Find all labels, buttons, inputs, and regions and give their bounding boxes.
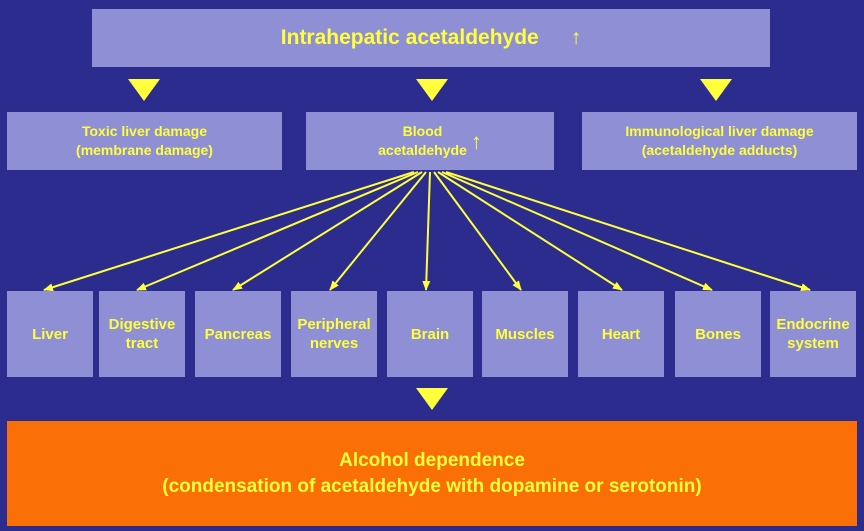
fan-arrow-4 xyxy=(422,171,431,291)
down-arrow-right xyxy=(700,79,732,101)
fan-arrow-2 xyxy=(232,171,423,291)
toxic-line1: Toxic liver damage xyxy=(81,123,207,139)
organ-label: Brain xyxy=(410,325,450,343)
organ-box-muscles: Muscles xyxy=(482,291,568,377)
immuno-line2: (acetaldehyde adducts) xyxy=(641,142,798,158)
organ-label: Pancreas xyxy=(204,325,272,343)
top-title: Intrahepatic acetaldehyde xyxy=(280,26,539,49)
organ-label: Peripheral xyxy=(297,316,371,333)
organ-label: Bones xyxy=(695,325,741,343)
organ-label: Digestive xyxy=(108,316,176,333)
fan-arrow-6 xyxy=(437,171,623,291)
blood-acetaldehyde-box: Blood acetaldehyde ↑ xyxy=(306,112,554,170)
down-arrow-center xyxy=(416,79,448,101)
organ-label-2: nerves xyxy=(309,335,359,352)
increase-arrow-icon: ↑ xyxy=(470,128,482,154)
fan-arrow-0 xyxy=(43,171,415,292)
organ-box-endocrine-system: Endocrine system xyxy=(770,291,856,377)
bottom-line1: Alcohol dependence xyxy=(339,449,525,471)
organ-box-digestive-tract: Digestive tract xyxy=(99,291,185,377)
fan-arrow-1 xyxy=(136,171,419,291)
organ-box-heart: Heart xyxy=(578,291,664,377)
blood-line1: Blood xyxy=(402,123,443,139)
fan-arrows xyxy=(43,171,811,292)
fan-arrow-8 xyxy=(445,171,811,292)
toxic-liver-damage-box: Toxic liver damage (membrane damage) xyxy=(7,112,282,170)
organ-box-brain: Brain xyxy=(387,291,473,377)
increase-arrow-icon: ↑ xyxy=(570,26,582,49)
organ-label: Endocrine xyxy=(776,316,850,333)
organ-box-bones: Bones xyxy=(675,291,761,377)
organ-box-pancreas: Pancreas xyxy=(195,291,281,377)
down-arrow-bottom xyxy=(416,388,448,410)
organ-label-2: system xyxy=(787,335,839,352)
fan-arrow-5 xyxy=(433,171,522,291)
fan-arrow-3 xyxy=(329,171,427,291)
fan-arrow-7 xyxy=(441,171,713,291)
intrahepatic-acetaldehyde-box: Intrahepatic acetaldehyde ↑ xyxy=(92,9,770,67)
down-arrow-left xyxy=(128,79,160,101)
blood-line2: acetaldehyde xyxy=(378,142,467,158)
toxic-line2: (membrane damage) xyxy=(76,142,213,158)
immunological-liver-damage-box: Immunological liver damage (acetaldehyde… xyxy=(582,112,857,170)
bottom-line2: (condensation of acetaldehyde with dopam… xyxy=(162,475,702,497)
organ-label-2: tract xyxy=(125,335,159,352)
organ-box-liver: Liver xyxy=(7,291,93,377)
organ-label: Heart xyxy=(601,325,641,343)
alcohol-dependence-box: Alcohol dependence (condensation of acet… xyxy=(7,421,857,526)
organ-label: Liver xyxy=(32,325,68,343)
immuno-line1: Immunological liver damage xyxy=(625,123,814,139)
organ-label: Muscles xyxy=(495,325,555,343)
organ-box-peripheral-nerves: Peripheral nerves xyxy=(291,291,377,377)
